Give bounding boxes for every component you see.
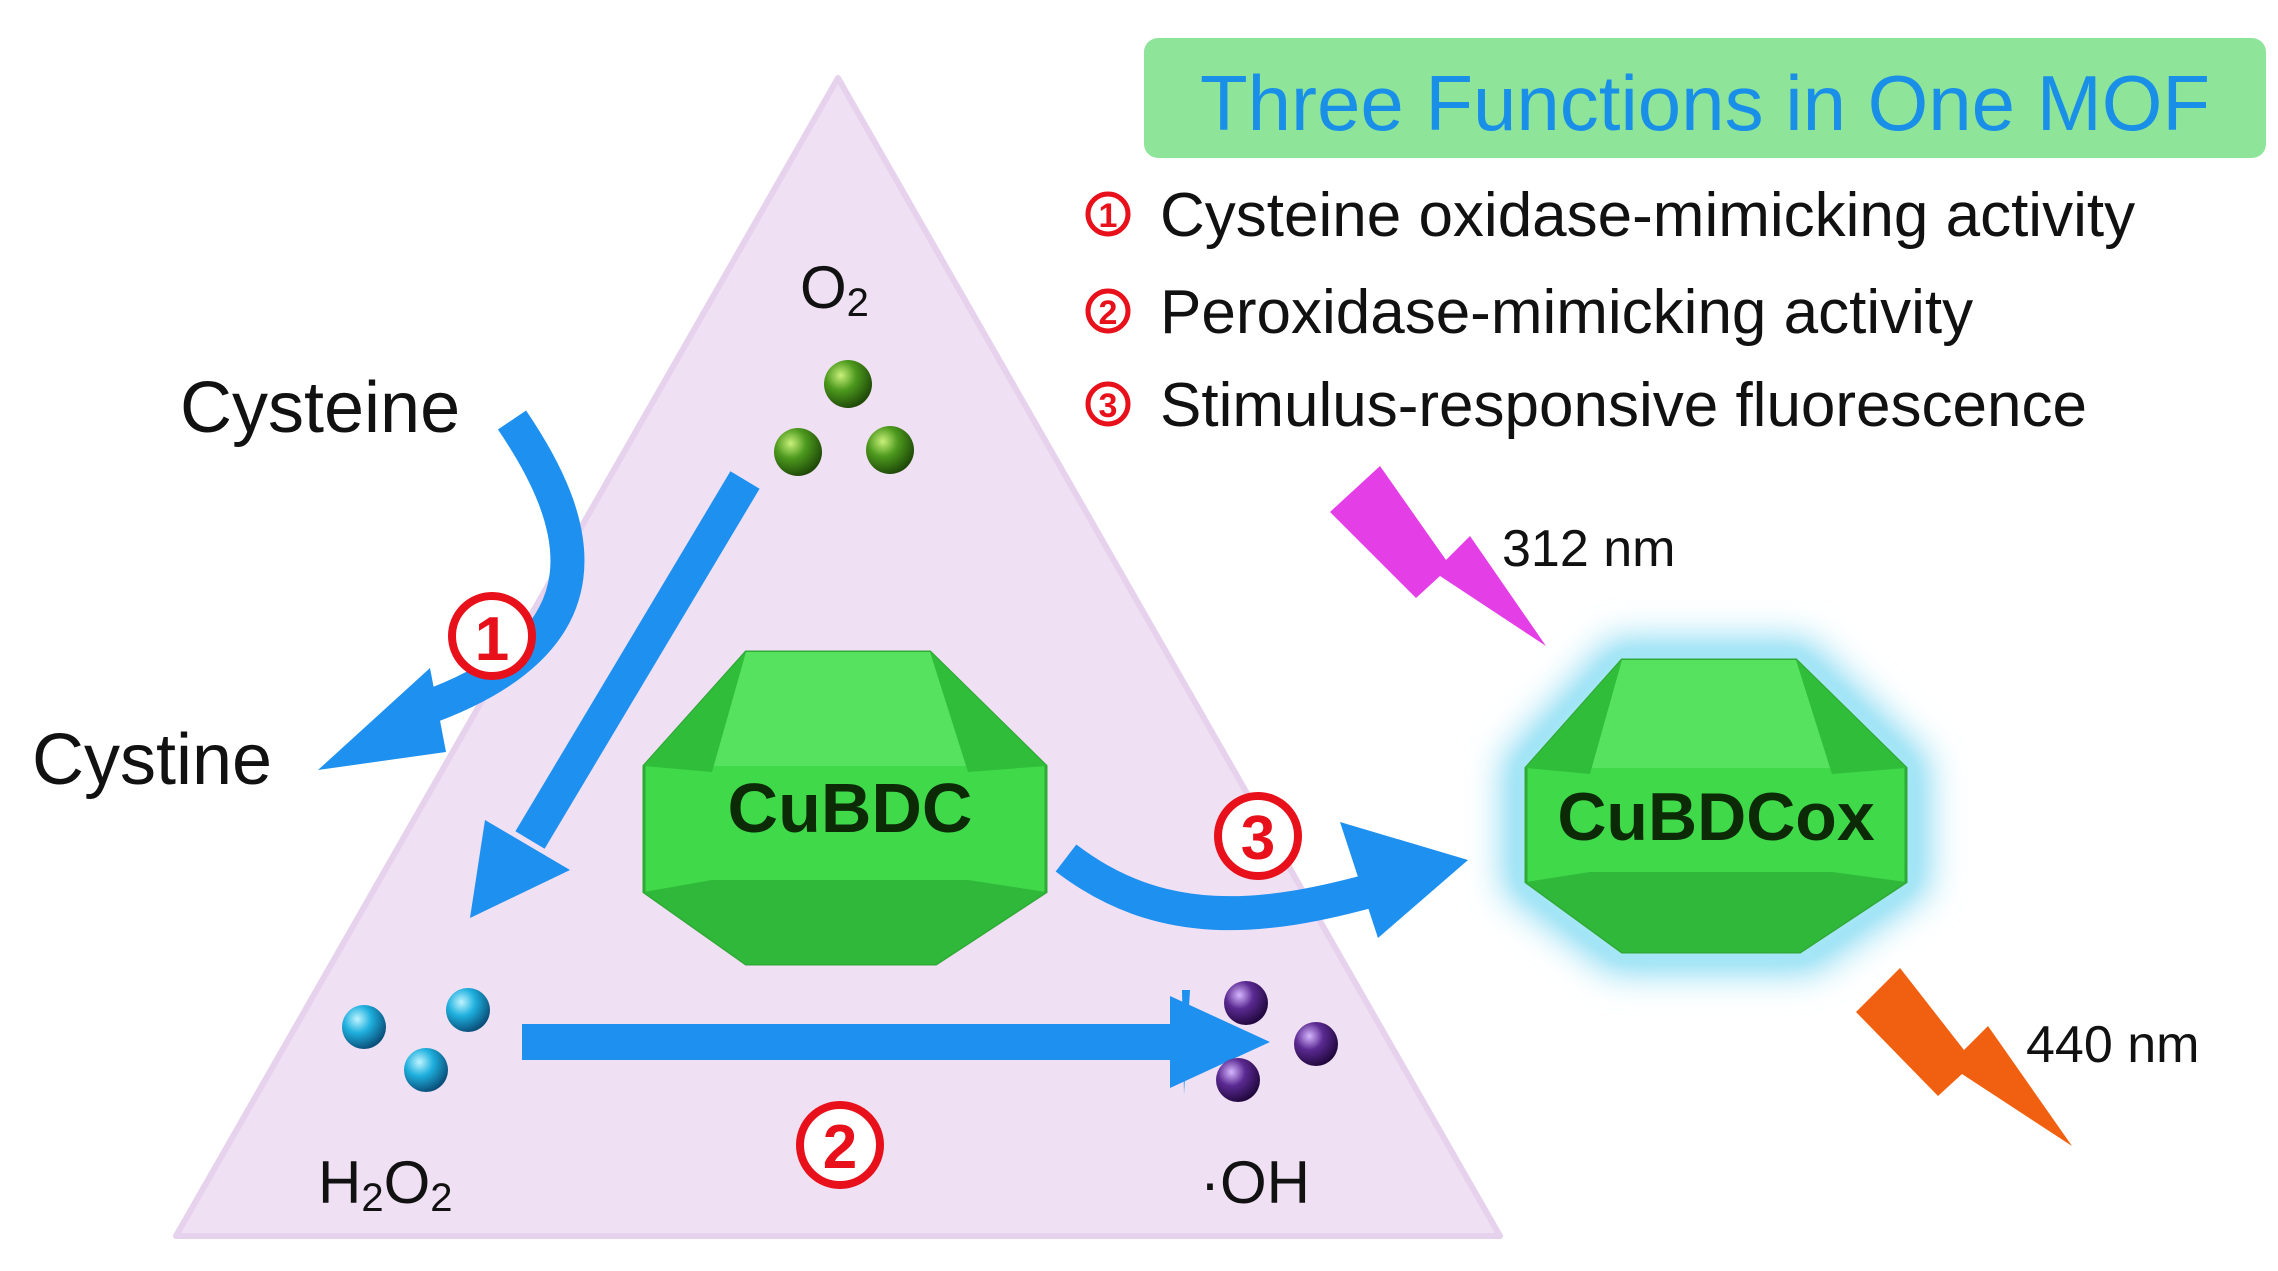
cubdc-label: CuBDC xyxy=(728,769,973,847)
arrow-h2o2-to-oh xyxy=(522,990,1270,1094)
function-item-1: 1 Cysteine oxidase-mimicking activity xyxy=(1085,181,2135,250)
oh-radical xyxy=(1216,981,1338,1102)
oh-label: ·OH xyxy=(1200,1149,1310,1216)
title-box: Three Functions in One MOF xyxy=(1144,38,2266,158)
cubdcox-label: CuBDCox xyxy=(1557,779,1875,855)
step-1-marker: 1 xyxy=(448,592,536,680)
o2-molecule xyxy=(774,360,914,476)
arrow-cubdc-to-cubdcox xyxy=(1055,822,1468,938)
emission-label: 440 nm xyxy=(2026,1016,2199,1074)
function-number-3: 3 xyxy=(1099,387,1118,425)
excitation-bolt xyxy=(1330,466,1546,646)
function-text-1: Cysteine oxidase-mimicking activity xyxy=(1160,181,2135,250)
step-1-number: 1 xyxy=(475,605,509,674)
function-item-3: 3 Stimulus-responsive fluorescence xyxy=(1085,371,2087,440)
function-item-2: 2 Peroxidase-mimicking activity xyxy=(1085,278,1973,347)
cystine-label: Cystine xyxy=(32,720,272,800)
excitation-label: 312 nm xyxy=(1502,520,1675,578)
arrow-o2-to-h2o2 xyxy=(470,471,760,918)
cubdc-crystal: CuBDC xyxy=(642,650,1048,966)
function-number-1: 1 xyxy=(1099,197,1118,235)
function-number-2: 2 xyxy=(1099,294,1118,332)
step-3-number: 3 xyxy=(1241,804,1275,873)
title: Three Functions in One MOF xyxy=(1200,59,2210,147)
step-3-marker: 3 xyxy=(1214,792,1302,880)
step-2-marker: 2 xyxy=(796,1101,884,1189)
h2o2-molecule xyxy=(342,988,490,1092)
emission-bolt xyxy=(1856,968,2072,1146)
h2o2-label: H2O2 xyxy=(318,1149,453,1220)
step-2-number: 2 xyxy=(823,1113,857,1182)
o2-label: O2 xyxy=(800,254,869,325)
function-list: 1 Cysteine oxidase-mimicking activity 2 … xyxy=(1085,181,2135,440)
cubdcox-crystal: CuBDCox xyxy=(1504,640,1928,972)
cysteine-label: Cysteine xyxy=(180,368,460,448)
function-text-3: Stimulus-responsive fluorescence xyxy=(1160,371,2087,440)
function-text-2: Peroxidase-mimicking activity xyxy=(1160,278,1973,347)
